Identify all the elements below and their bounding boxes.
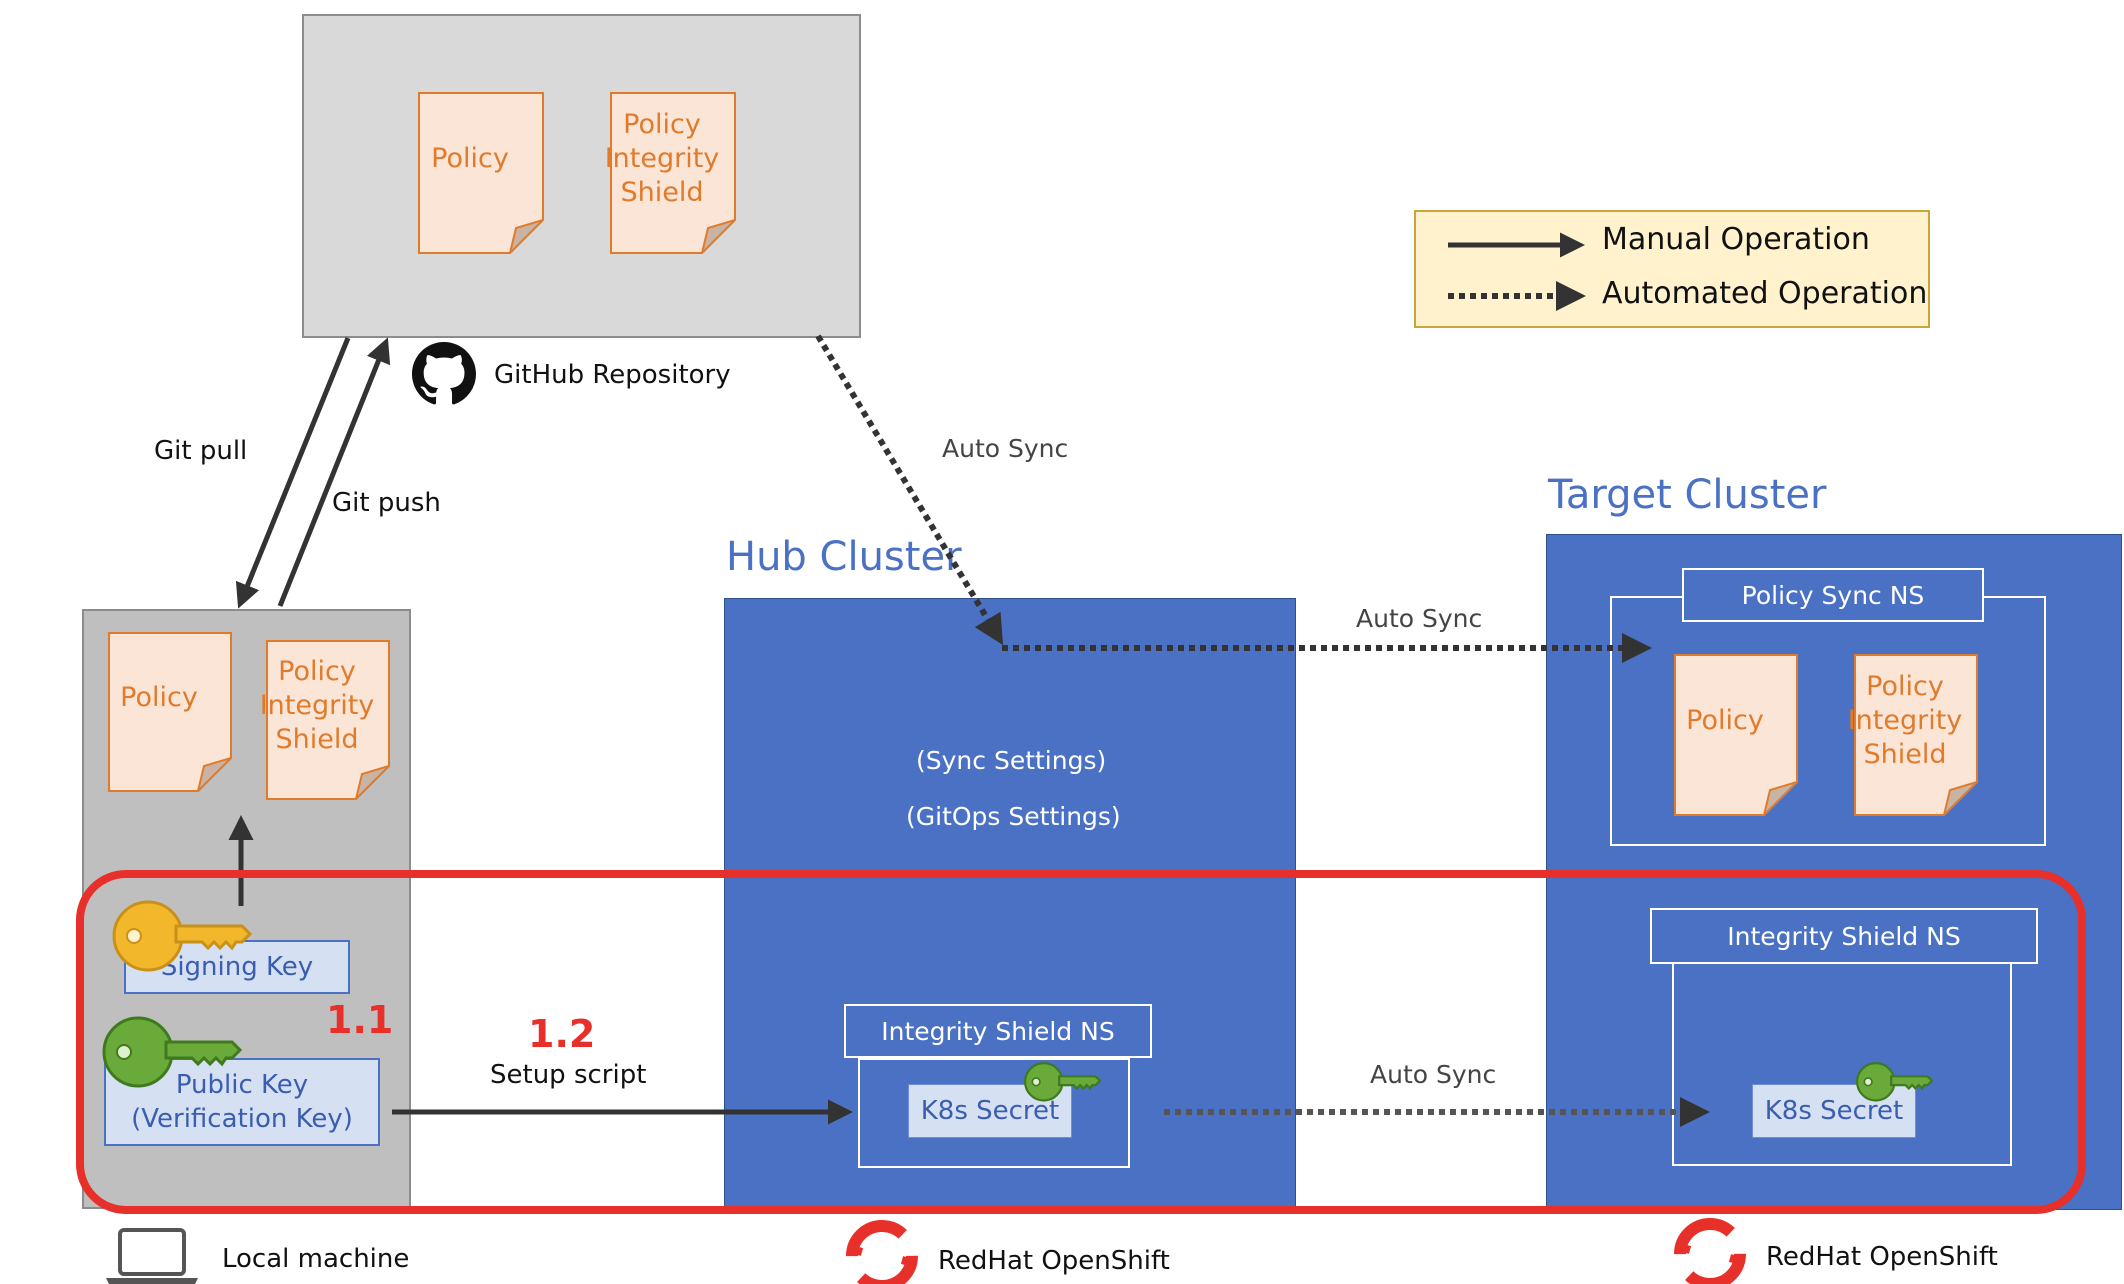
step-1-1-label: 1.1: [326, 998, 394, 1042]
hub-openshift-label: RedHat OpenShift: [938, 1246, 1170, 1276]
signing-key-icon: [112, 900, 253, 972]
github-octocat-icon: [412, 342, 476, 405]
sync-settings-label: (Sync Settings): [916, 746, 1107, 775]
document-shape: [418, 92, 544, 254]
auto-sync-secret-label: Auto Sync: [1370, 1060, 1497, 1089]
github-repository-label: GitHub Repository: [494, 360, 731, 390]
repo-policy-doc: Policy: [418, 92, 544, 254]
document-label: Policy Integrity Shield: [1847, 671, 1963, 770]
document-shape: [108, 632, 232, 792]
git-push-arrow: [277, 337, 391, 607]
document-label: Policy Integrity Shield: [259, 656, 375, 755]
hub-integrity-shield-ns-box: [858, 1058, 1130, 1168]
policy-sync-ns-header: Policy Sync NS: [1682, 568, 1984, 622]
hub-openshift-logo-icon: [846, 1220, 918, 1284]
public-key-icon: [102, 1016, 243, 1088]
target-cluster-title: Target Cluster: [1548, 472, 1827, 518]
auto-sync-hub-label: Auto Sync: [1356, 604, 1483, 633]
legend-manual-label: Manual Operation: [1602, 222, 1870, 257]
git-pull-label: Git pull: [154, 436, 248, 466]
local-policy-doc: Policy: [108, 632, 232, 792]
repo-integrity-shield-doc: Policy Integrity Shield: [604, 92, 736, 254]
git-pull-arrow: [235, 337, 351, 609]
target-integrity-shield-ns-header: Integrity Shield NS: [1650, 908, 2038, 964]
hub-cluster-title: Hub Cluster: [726, 534, 962, 580]
document-label: Policy: [1686, 705, 1764, 736]
local-machine-label: Local machine: [222, 1244, 410, 1274]
git-push-label: Git push: [332, 488, 441, 518]
github-repository-box: [302, 14, 861, 338]
document-shape: [1674, 654, 1798, 816]
gitops-settings-label: (GitOps Settings): [906, 802, 1121, 831]
setup-script-label: Setup script: [490, 1060, 647, 1090]
target-policy-doc: Policy: [1674, 654, 1798, 816]
document-label: Policy: [431, 143, 509, 174]
step-1-2-label: 1.2: [528, 1012, 596, 1056]
highlight-frame: [76, 870, 2086, 1214]
document-shape: [266, 640, 390, 800]
document-shape: [1854, 654, 1978, 816]
auto-sync-repo-label: Auto Sync: [942, 434, 1069, 463]
document-shape: [610, 92, 736, 254]
legend-automated-label: Automated Operation: [1602, 276, 1928, 311]
target-secret-key-icon: [1856, 1062, 1934, 1102]
document-label: Policy Integrity Shield: [604, 109, 720, 208]
hub-secret-key-icon: [1024, 1062, 1102, 1102]
auto-sync-repo-arrow: [815, 334, 1004, 646]
hub-k8s-secret: K8s Secret: [908, 1084, 1072, 1138]
hub-integrity-shield-ns-header: Integrity Shield NS: [844, 1004, 1152, 1058]
document-label: Policy: [120, 682, 198, 713]
target-integrity-shield-doc: Policy Integrity Shield: [1847, 654, 1978, 816]
legend-box: [1414, 210, 1930, 328]
target-openshift-logo-icon: [1674, 1218, 1746, 1284]
local-integrity-shield-doc: Policy Integrity Shield: [259, 640, 390, 800]
target-openshift-label: RedHat OpenShift: [1766, 1242, 1998, 1272]
laptop-icon: [106, 1228, 198, 1284]
